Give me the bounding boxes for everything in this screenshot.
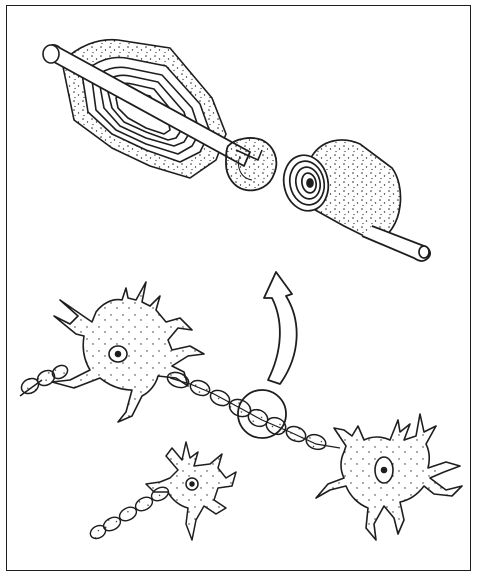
myelinated-segment-crosssection bbox=[279, 140, 430, 261]
axon-core bbox=[307, 179, 313, 187]
myelin-sheath-unrolled bbox=[43, 40, 276, 191]
magnify-arrow-icon bbox=[264, 272, 297, 384]
axon-cut-end bbox=[226, 138, 276, 190]
neuron-cell-body-left bbox=[52, 282, 204, 422]
myelinated-axon-chain bbox=[165, 370, 340, 452]
myelinated-axon-chain-left bbox=[19, 363, 70, 397]
myelinated-axon-chain-small bbox=[88, 484, 171, 541]
neuron-cell-body-right bbox=[316, 414, 462, 540]
